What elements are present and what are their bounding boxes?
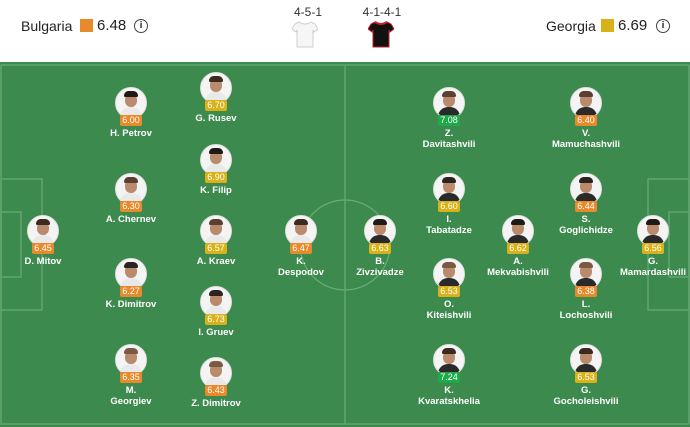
away-jersey-icon: [367, 20, 395, 48]
home-team-name[interactable]: Bulgaria: [21, 18, 73, 34]
player-photo: [200, 357, 232, 389]
player-photo: [433, 258, 465, 290]
player-photo: [570, 87, 602, 119]
player-name: G.Gocholeishvili: [553, 385, 619, 407]
player-name: A.Mekvabishvili: [487, 256, 549, 278]
match-header: Bulgaria 6.48 i 4-5-1 4-1-4-1 Georgia 6.…: [0, 0, 690, 62]
player-name: Z.Davitashvili: [422, 128, 476, 150]
player-name: G.Mamardashvili: [620, 256, 686, 278]
home-rating-color-box: [80, 19, 93, 32]
home-info-icon[interactable]: i: [134, 19, 148, 33]
player-rating-badge: 6.30: [120, 201, 142, 212]
player-photo: [570, 258, 602, 290]
player-rating-badge: 6.40: [575, 115, 597, 126]
player-rating-badge: 6.27: [120, 286, 142, 297]
player-rating-badge: 6.47: [290, 243, 312, 254]
away-team-rating: 6.69: [618, 17, 648, 34]
player-name: K.Kvaratskhelia: [418, 385, 480, 407]
player-name: O.Kiteishvili: [426, 299, 472, 321]
pitch-markings: [0, 64, 690, 425]
player-photo: [433, 87, 465, 119]
player-rating-badge: 6.57: [205, 243, 227, 254]
player-name: G. Rusev: [195, 113, 237, 124]
player-rating-badge: 6.35: [120, 372, 142, 383]
player-name: I.Tabatadze: [426, 214, 472, 236]
player-rating-badge: 7.24: [438, 372, 460, 383]
player-photo: [115, 344, 147, 376]
home-jersey-icon: [291, 20, 319, 48]
player-name: B.Zivzivadze: [356, 256, 404, 278]
away-team-name[interactable]: Georgia: [546, 18, 596, 34]
player-name: K. Dimitrov: [105, 299, 157, 310]
player-rating-badge: 6.60: [438, 201, 460, 212]
player-rating-badge: 6.62: [507, 243, 529, 254]
player-rating-badge: 6.38: [575, 286, 597, 297]
home-team-rating: 6.48: [97, 17, 127, 34]
player-photo: [115, 87, 147, 119]
home-formation: 4-5-1: [293, 5, 322, 19]
player-photo: [433, 344, 465, 376]
player-photo: [570, 344, 602, 376]
player-rating-badge: 6.90: [205, 172, 227, 183]
player-name: D. Mitov: [24, 256, 62, 267]
player-rating-badge: 6.00: [120, 115, 142, 126]
player-name: I. Gruev: [198, 327, 234, 338]
player-name: K.Despodov: [278, 256, 324, 278]
player-rating-badge: 6.53: [575, 372, 597, 383]
player-photo: [200, 144, 232, 176]
player-rating-badge: 6.73: [205, 314, 227, 325]
player-photo: [570, 173, 602, 205]
player-name: A. Chernev: [105, 214, 157, 225]
player-photo: [115, 258, 147, 290]
player-rating-badge: 6.43: [205, 385, 227, 396]
player-rating-badge: 6.63: [369, 243, 391, 254]
player-rating-badge: 6.53: [438, 286, 460, 297]
player-photo: [364, 215, 396, 247]
player-rating-badge: 6.44: [575, 201, 597, 212]
player-photo: [200, 72, 232, 104]
player-photo: [433, 173, 465, 205]
player-name: H. Petrov: [110, 128, 152, 139]
player-photo: [200, 215, 232, 247]
player-name: L.Lochoshvili: [559, 299, 613, 321]
player-name: M.Georgiev: [110, 385, 152, 407]
player-name: A. Kraev: [196, 256, 236, 267]
player-name: Z. Dimitrov: [191, 398, 241, 409]
away-formation: 4-1-4-1: [362, 5, 402, 19]
player-name: V.Mamuchashvili: [551, 128, 621, 150]
player-rating-badge: 6.45: [32, 243, 54, 254]
player-name: K. Filip: [200, 185, 232, 196]
player-rating-badge: 6.70: [205, 100, 227, 111]
player-photo: [285, 215, 317, 247]
player-rating-badge: 7.08: [438, 115, 460, 126]
pitch: 6.45 D. Mitov 6.00 H. Petrov 6.30 A. Chernev 6…: [0, 62, 690, 427]
player-name: S.Goglichidze: [559, 214, 613, 236]
away-rating-color-box: [601, 19, 614, 32]
player-photo: [115, 173, 147, 205]
player-rating-badge: 6.56: [642, 243, 664, 254]
away-info-icon[interactable]: i: [656, 19, 670, 33]
